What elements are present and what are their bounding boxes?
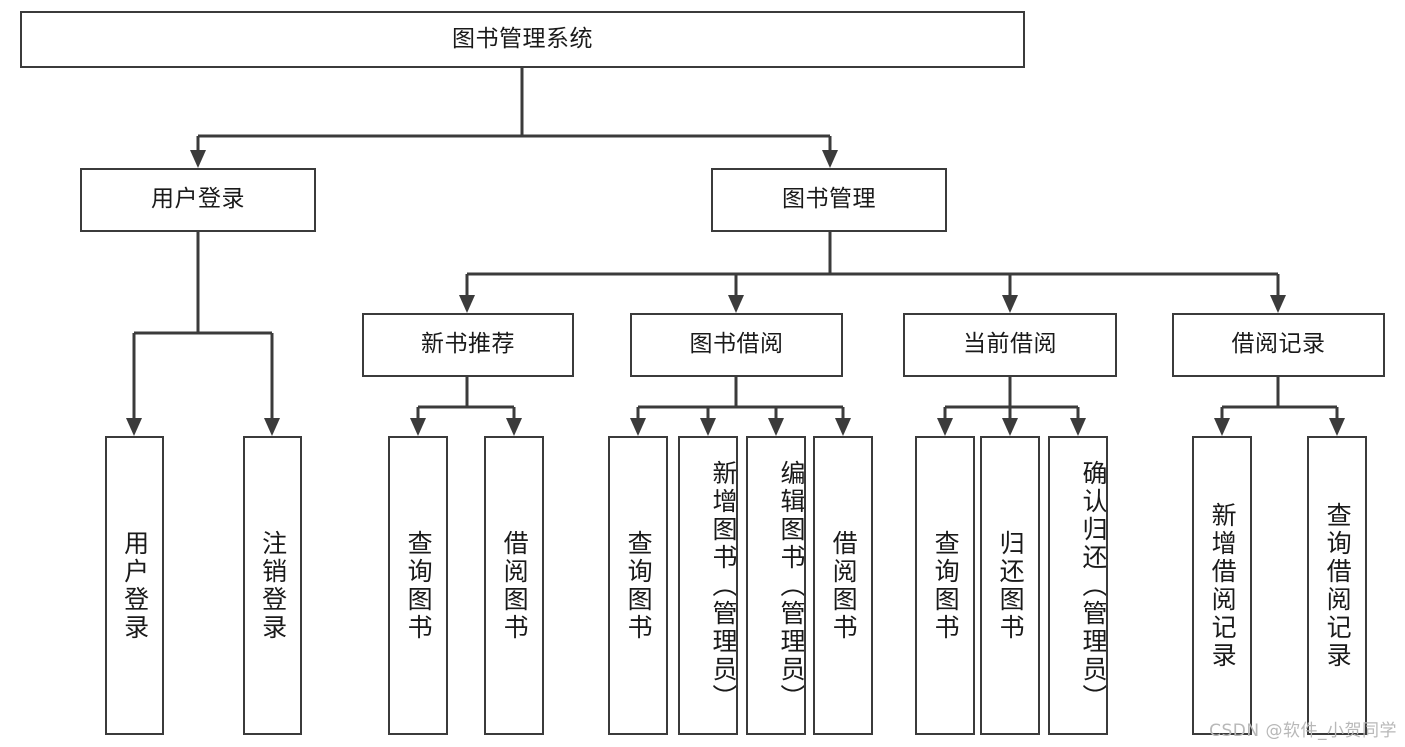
- node-leaf-query-book-1-label: 查询图书: [404, 529, 434, 642]
- node-user-login[interactable]: 用户登录: [80, 168, 316, 232]
- node-leaf-query-book-2[interactable]: 查询图书: [608, 436, 668, 735]
- node-leaf-add-record-label: 新增借阅记录: [1208, 501, 1238, 670]
- node-leaf-query-book-3[interactable]: 查询图书: [915, 436, 975, 735]
- node-leaf-add-record[interactable]: 新增借阅记录: [1192, 436, 1252, 735]
- node-leaf-query-book-2-label: 查询图书: [624, 529, 654, 642]
- node-book-borrow-label: 图书借阅: [689, 331, 784, 358]
- node-leaf-user-login[interactable]: 用户登录: [105, 436, 164, 735]
- node-new-book-recommend[interactable]: 新书推荐: [362, 313, 574, 377]
- node-leaf-logout-label: 注销登录: [258, 529, 288, 642]
- node-new-book-recommend-label: 新书推荐: [421, 331, 515, 358]
- node-leaf-query-book-3-label: 查询图书: [931, 529, 961, 642]
- node-current-borrow[interactable]: 当前借阅: [903, 313, 1117, 377]
- node-book-borrow[interactable]: 图书借阅: [630, 313, 843, 377]
- node-root-label: 图书管理系统: [452, 25, 593, 52]
- node-leaf-query-record[interactable]: 查询借阅记录: [1307, 436, 1367, 735]
- node-leaf-confirm-return-label: 确认归还（管理员）: [1079, 459, 1108, 712]
- node-root[interactable]: 图书管理系统: [20, 11, 1025, 68]
- node-leaf-borrow-book-2-label: 借阅图书: [829, 529, 859, 642]
- node-leaf-borrow-book-2[interactable]: 借阅图书: [813, 436, 873, 735]
- node-leaf-return-book[interactable]: 归还图书: [980, 436, 1040, 735]
- node-leaf-return-book-label: 归还图书: [996, 529, 1026, 642]
- node-book-manage-label: 图书管理: [782, 186, 876, 213]
- node-leaf-add-book[interactable]: 新增图书（管理员）: [678, 436, 738, 735]
- node-leaf-confirm-return[interactable]: 确认归还（管理员）: [1048, 436, 1108, 735]
- node-borrow-record-label: 借阅记录: [1231, 331, 1326, 358]
- node-book-manage[interactable]: 图书管理: [711, 168, 947, 232]
- csdn-watermark: CSDN @软件_小贺同学: [1209, 721, 1397, 741]
- node-borrow-record[interactable]: 借阅记录: [1172, 313, 1385, 377]
- node-leaf-edit-book-label: 编辑图书（管理员）: [777, 459, 806, 712]
- node-leaf-edit-book[interactable]: 编辑图书（管理员）: [746, 436, 806, 735]
- node-user-login-label: 用户登录: [151, 186, 245, 213]
- node-leaf-logout[interactable]: 注销登录: [243, 436, 302, 735]
- node-leaf-query-book-1[interactable]: 查询图书: [388, 436, 448, 735]
- node-leaf-user-login-label: 用户登录: [120, 529, 150, 642]
- node-leaf-add-book-label: 新增图书（管理员）: [709, 459, 738, 712]
- node-current-borrow-label: 当前借阅: [963, 331, 1057, 358]
- node-leaf-borrow-book-1[interactable]: 借阅图书: [484, 436, 544, 735]
- node-leaf-borrow-book-1-label: 借阅图书: [500, 529, 530, 642]
- node-leaf-query-record-label: 查询借阅记录: [1323, 501, 1353, 670]
